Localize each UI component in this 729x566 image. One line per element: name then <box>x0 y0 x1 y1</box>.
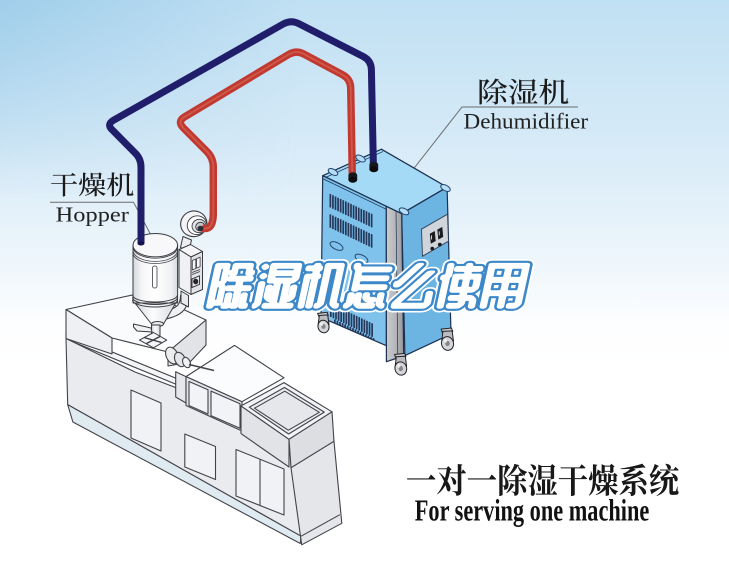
svg-text:Hopper: Hopper <box>56 203 129 227</box>
svg-text:Dehumidifier: Dehumidifier <box>464 109 589 134</box>
svg-text:For serving one machine: For serving one machine <box>415 493 650 528</box>
